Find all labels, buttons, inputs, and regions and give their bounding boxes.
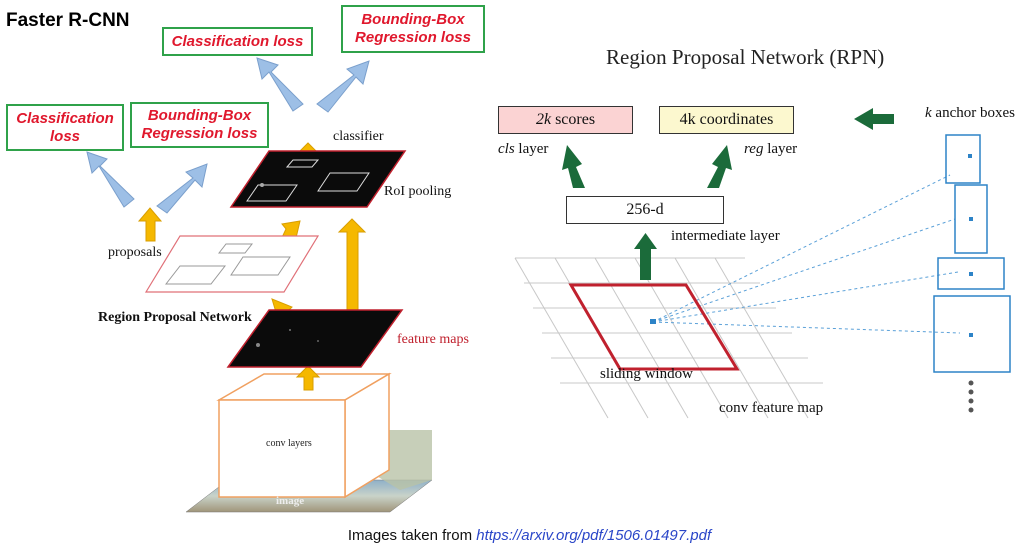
cls-layer-label: cls layer [498, 141, 549, 157]
bbox-regression-loss-box-left: Bounding-Box Regression loss [130, 102, 269, 148]
intermediate-layer-label: intermediate layer [671, 228, 780, 244]
feature-maps-plane [226, 309, 404, 368]
anchor-connection-lines [652, 174, 961, 334]
roi-pooling-label: RoI pooling [384, 184, 452, 199]
source-caption: Images taken from https://arxiv.org/pdf/… [347, 527, 712, 544]
green-arrows [562, 108, 894, 280]
bbox-regression-loss-box-top: Bounding-Box Regression loss [341, 5, 485, 53]
rpn-diagram [514, 108, 1011, 419]
faster-rcnn-diagram [86, 57, 433, 513]
more-anchors-ellipsis-icon [968, 380, 974, 413]
proposals-label: proposals [108, 245, 162, 260]
arrow-from-anchors [854, 108, 894, 130]
anchor-box-1 [945, 134, 981, 184]
anchor-box-3 [937, 257, 1005, 290]
anchor-boxes-label: k anchor boxes [925, 105, 1015, 121]
sliding-window [568, 283, 740, 371]
anchor-box-2 [954, 184, 988, 254]
arrow-to-cls [562, 145, 585, 188]
roi-pooling-plane [229, 150, 407, 208]
region-proposal-network-label: Region Proposal Network [98, 310, 252, 325]
reg-layer-label: reg layer [744, 141, 798, 157]
image-label: image [276, 495, 305, 507]
source-link[interactable]: https://arxiv.org/pdf/1506.01497.pdf [476, 527, 712, 544]
arrow-to-reg [707, 145, 732, 188]
rpn-title: Region Proposal Network (RPN) [606, 45, 885, 69]
blue-arrow-top-classification [256, 57, 304, 112]
anchor-boxes [933, 134, 1011, 373]
classifier-label: classifier [333, 129, 384, 144]
classification-loss-box-left: Classification loss [6, 104, 124, 151]
conv-layers-label: conv layers [266, 438, 312, 449]
classification-loss-box-top: Classification loss [162, 27, 313, 56]
proposals-plane [144, 235, 320, 293]
sliding-window-label: sliding window [600, 366, 693, 382]
anchor-centers [968, 154, 973, 337]
page-title: Faster R-CNN [6, 10, 130, 31]
conv-feature-map-grid [514, 257, 823, 419]
conv-feature-map-label: conv feature map [719, 400, 824, 416]
scores-box: 2k scores [498, 106, 633, 134]
blue-arrow-left-classification [86, 151, 135, 208]
conv-layers-cube [216, 372, 392, 499]
blue-arrow-top-bbox [316, 60, 370, 113]
anchor-box-4 [933, 295, 1011, 373]
feature-maps-label: feature maps [397, 332, 469, 347]
arrow-to-intermediate [634, 233, 657, 280]
coordinates-box: 4k coordinates [659, 106, 794, 134]
intermediate-layer-box: 256-d [566, 196, 724, 224]
blue-arrow-left-bbox [156, 163, 208, 214]
window-center-dot [650, 319, 656, 324]
